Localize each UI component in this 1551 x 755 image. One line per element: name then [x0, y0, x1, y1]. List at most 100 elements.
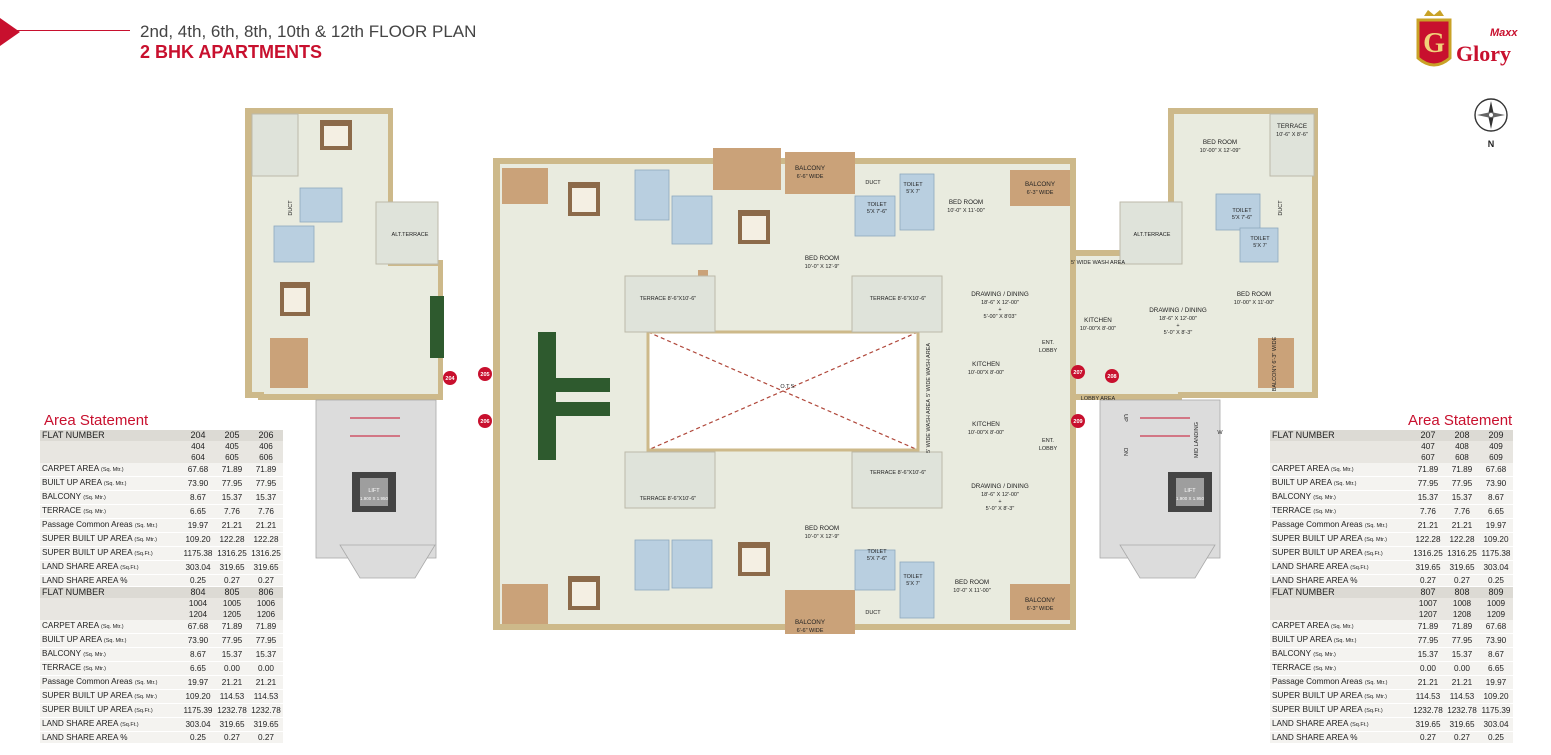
- table-cell: 122.28: [1411, 532, 1445, 547]
- row-unit-text: (Sq.Ft.): [1364, 708, 1383, 714]
- table-cell: 0.00: [1445, 661, 1479, 676]
- label-balcony-bottom-size: 6'-6" WIDE: [797, 628, 824, 634]
- row-label: TERRACE (Sq. Mtr.): [1270, 661, 1411, 676]
- label-terrace-1: TERRACE 8'-6"X10'-6": [640, 296, 696, 302]
- row-label: LAND SHARE AREA (Sq.Ft.): [1270, 560, 1411, 575]
- table-cell: 1316.25: [249, 546, 283, 561]
- col-sub: 1004: [181, 598, 215, 609]
- row-unit-text: (Sq. Mtr.): [1364, 523, 1388, 529]
- table-cell: 1316.25: [1411, 546, 1445, 561]
- row-unit-text: (Sq. Mtr.): [134, 694, 158, 700]
- col-sub: 1209: [1479, 609, 1513, 620]
- row-label: BALCONY (Sq. Mtr.): [1270, 490, 1411, 505]
- row-label-text: LAND SHARE AREA: [42, 562, 118, 571]
- row-label: LAND SHARE AREA (Sq.Ft.): [40, 717, 181, 732]
- table-cell: 77.95: [1411, 633, 1445, 648]
- table-cell: 319.65: [1445, 717, 1479, 732]
- table-cell: 0.27: [1411, 574, 1445, 587]
- label-lobby-area: LOBBY AREA: [1081, 396, 1116, 402]
- label-alt-terrace-right: ALT.TERRACE: [1134, 232, 1171, 238]
- col-sub: 1204: [181, 609, 215, 620]
- table-cell: 319.65: [215, 560, 249, 575]
- row-label-text: CARPET AREA: [1272, 621, 1329, 630]
- ots-label: O.T.S.: [780, 384, 796, 390]
- row-label-text: SUPER BUILT UP AREA: [42, 534, 133, 543]
- row-label-text: SUPER BUILT UP AREA: [1272, 534, 1363, 543]
- col-sub: 1007: [1411, 598, 1445, 609]
- row-label-text: LAND SHARE AREA %: [1272, 733, 1358, 742]
- row-label: Passage Common Areas (Sq. Mtr.): [40, 675, 181, 690]
- table-cell: 6.65: [1479, 661, 1513, 676]
- label-toilet-1-size: 5'X 7': [906, 189, 919, 195]
- col-head: 809: [1479, 587, 1513, 598]
- table-cell: 15.37: [1411, 647, 1445, 662]
- table-cell: 0.27: [1411, 731, 1445, 744]
- row-label: SUPER BUILT UP AREA (Sq. Mtr.): [1270, 689, 1411, 704]
- row-label: LAND SHARE AREA (Sq.Ft.): [1270, 717, 1411, 732]
- col-sub: 1005: [215, 598, 249, 609]
- label-duct-right: DUCT: [1278, 200, 1284, 216]
- table-cell: 6.65: [181, 504, 215, 519]
- row-unit-text: (Sq. Mtr.): [1333, 481, 1357, 487]
- label-bed-f-size: 10'-00" X 11'-00": [1234, 300, 1275, 306]
- header-accent-triangle: [0, 18, 20, 46]
- row-unit-text: (Sq. Mtr.): [101, 467, 124, 473]
- table-cell: 15.37: [1445, 647, 1479, 662]
- row-label: TERRACE (Sq. Mtr.): [40, 661, 181, 676]
- table-cell: 15.37: [215, 647, 249, 662]
- col-sub: 1205: [215, 609, 249, 620]
- table-cell: 109.20: [1479, 689, 1513, 704]
- row-label-text: LAND SHARE AREA: [42, 719, 118, 728]
- label-drawing-3: DRAWING / DINING: [1149, 307, 1207, 314]
- table-cell: 0.25: [181, 574, 215, 587]
- label-wash-3: 5' WIDE WASH AREA: [1071, 260, 1125, 266]
- row-label: SUPER BUILT UP AREA (Sq.Ft.): [40, 703, 181, 718]
- row-label-text: TERRACE: [42, 663, 82, 672]
- label-kitchen-1: KITCHEN: [972, 361, 1000, 368]
- table-cell: 1232.78: [1411, 703, 1445, 718]
- row-unit-text: (Sq. Mtr.): [1313, 495, 1336, 501]
- table-cell: 77.95: [1411, 476, 1445, 491]
- row-unit-text: (Sq.Ft.): [1364, 551, 1383, 557]
- label-balcony-top-size: 6'-6" WIDE: [797, 174, 824, 180]
- row-label: CARPET AREA (Sq. Mtr.): [1270, 620, 1411, 634]
- label-balcony-tr: BALCONY: [1025, 181, 1056, 188]
- maxx-glory-logo: G Maxx Glory: [1416, 10, 1518, 67]
- row-label: CARPET AREA (Sq. Mtr.): [40, 463, 181, 477]
- label-toilet-3-size: 5'X 7'-6": [867, 556, 887, 562]
- compass-icon: N: [1474, 98, 1508, 149]
- label-duct-bottom: DUCT: [865, 610, 881, 616]
- table-cell: 71.89: [1445, 620, 1479, 634]
- col-sub: 609: [1479, 452, 1513, 463]
- label-drawing-1-plus: +: [998, 307, 1001, 313]
- table-cell: 1316.25: [1445, 546, 1479, 561]
- row-label-text: BUILT UP AREA: [42, 635, 102, 644]
- col-sub: 406: [249, 441, 283, 452]
- bed-sheets: [284, 126, 766, 606]
- label-w: W: [1217, 430, 1223, 436]
- label-drawing-1-size2: 5'-00" X 8'03": [984, 314, 1017, 320]
- col-head: 805: [215, 587, 249, 598]
- col-sub: 608: [1445, 452, 1479, 463]
- lift-size-left: 1.900 X 1.950: [360, 496, 389, 501]
- label-kitchen-2-size: 10'-00"X 8'-00": [968, 430, 1004, 436]
- row-unit-text: (Sq. Mtr.): [83, 495, 106, 501]
- table-cell: 1175.38: [181, 546, 215, 561]
- row-label-text: BUILT UP AREA: [1272, 478, 1332, 487]
- row-label: LAND SHARE AREA %: [40, 731, 181, 744]
- label-toilet-3: TOILET: [867, 549, 887, 555]
- table-cell: 8.67: [1479, 647, 1513, 662]
